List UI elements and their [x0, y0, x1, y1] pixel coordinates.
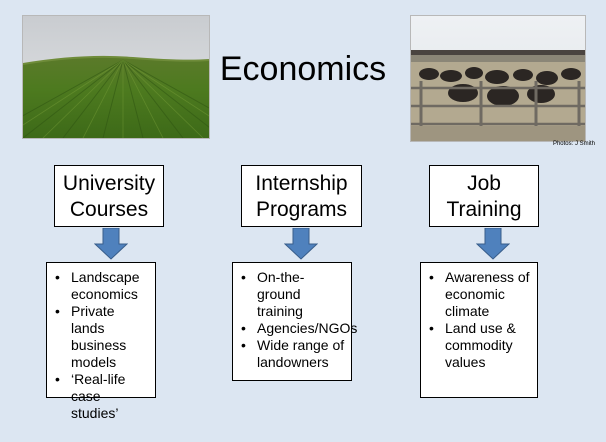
heading-box-university-courses: University Courses	[54, 165, 164, 227]
heading-box-job-training: Job Training	[429, 165, 539, 227]
slide-title: Economics	[219, 50, 387, 88]
list-job-training: Awareness of economic climate Land use &…	[420, 262, 538, 398]
list-item: Awareness of economic climate	[429, 269, 531, 320]
heading-line-1: Internship	[255, 172, 348, 195]
heading-box-internship-programs: Internship Programs	[241, 165, 362, 227]
heading-line-1: University	[62, 172, 156, 195]
list-university-courses: Landscape economics Private lands busine…	[46, 262, 156, 421]
heading-line-1: Job	[467, 172, 501, 195]
down-arrow-icon	[94, 228, 128, 260]
heading-line-2: Programs	[255, 198, 348, 221]
feedlot-photo	[410, 15, 586, 142]
list-item: Wide range of landowners	[241, 337, 345, 371]
list-item: ‘Real-life case studies’	[55, 371, 149, 422]
down-arrow-icon	[284, 228, 318, 260]
list-item: Private lands business models	[55, 303, 149, 371]
list-item: Agencies/NGOs	[241, 320, 357, 337]
list-item: Land use & commodity values	[429, 320, 531, 371]
photo-credit: Photos: J Smith	[552, 141, 595, 147]
down-arrow-icon	[476, 228, 510, 260]
heading-line-2: Courses	[69, 198, 149, 221]
heading-line-2: Training	[446, 198, 522, 221]
list-item: Landscape economics	[55, 269, 149, 303]
cornfield-photo	[22, 15, 210, 139]
list-item: On-the-ground training	[241, 269, 345, 320]
list-internship-programs: On-the-ground training Agencies/NGOs Wid…	[232, 262, 357, 381]
